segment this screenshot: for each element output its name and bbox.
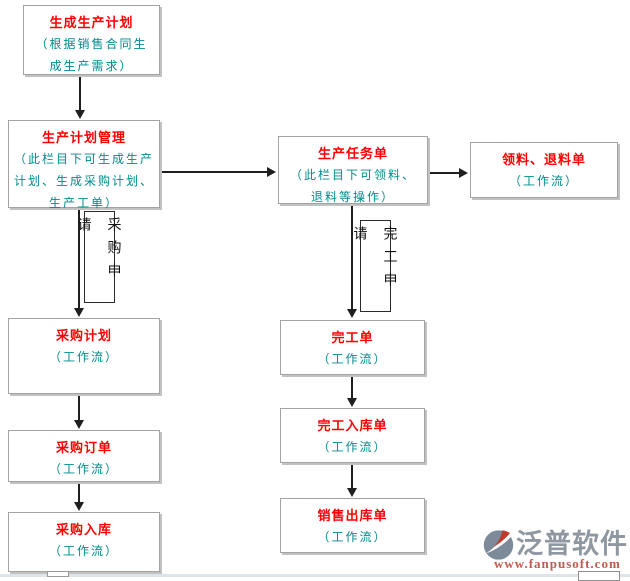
fanpu-watermark: 泛普软件 www.fanpusoft.com xyxy=(483,527,628,573)
edge-label-text: 完工申请 xyxy=(352,226,399,295)
node-subtitle: （工作流） xyxy=(48,544,119,558)
edge-label-text: 采购申请 xyxy=(76,217,123,286)
fanpu-logo-icon xyxy=(483,529,514,560)
node-subtitle: （工作流） xyxy=(317,440,388,454)
node-title: 销售出库单 xyxy=(317,508,388,523)
node-title: 生成生产计划 xyxy=(49,15,134,30)
node-subtitle: （工作流） xyxy=(317,530,388,544)
node-material-requisition: 领料、退料单 （工作流） xyxy=(470,142,618,198)
node-production-task: 生产任务单 （此栏目下可领料、退料等操作） xyxy=(278,136,428,204)
node-subtitle: （工作流） xyxy=(48,462,119,476)
node-generate-plan: 生成生产计划 （根据销售合同生成生产需求） xyxy=(23,5,160,75)
node-purchase-inbound: 采购入库 （工作流） xyxy=(8,512,160,572)
node-subtitle: （根据销售合同生成生产需求） xyxy=(35,37,148,73)
node-subtitle: （此栏目下可生成生产计划、生成采购计划、生产工单） xyxy=(14,152,155,210)
node-title: 采购入库 xyxy=(55,522,112,537)
node-title: 采购计划 xyxy=(55,328,112,343)
bottom-divider-line xyxy=(0,574,630,577)
node-title: 完工入库单 xyxy=(317,418,388,433)
node-title: 采购订单 xyxy=(55,440,112,455)
node-plan-management: 生产计划管理 （此栏目下可生成生产计划、生成采购计划、生产工单） xyxy=(8,120,160,210)
node-title: 生产计划管理 xyxy=(41,130,126,145)
node-subtitle: （此栏目下可领料、退料等操作） xyxy=(289,168,416,204)
node-completion-inbound: 完工入库单 （工作流） xyxy=(280,408,425,463)
node-title: 领料、退料单 xyxy=(501,152,586,167)
fanpu-url-text: www.fanpusoft.com xyxy=(494,556,621,571)
node-subtitle: （工作流） xyxy=(317,352,388,366)
fanpu-brand-text: 泛普软件 xyxy=(516,529,628,559)
edge-label-completion-request: 完工申请 xyxy=(353,220,399,312)
bottom-left-fragment xyxy=(47,571,69,577)
node-subtitle: （工作流） xyxy=(508,174,579,188)
node-sales-outbound: 销售出库单 （工作流） xyxy=(280,498,425,553)
node-title: 生产任务单 xyxy=(317,146,388,161)
node-purchase-order: 采购订单 （工作流） xyxy=(8,430,160,482)
node-purchase-plan: 采购计划 （工作流） xyxy=(8,318,160,394)
node-title: 完工单 xyxy=(331,330,374,345)
edge-label-purchase-request: 采购申请 xyxy=(77,211,123,303)
node-subtitle: （工作流） xyxy=(48,350,119,364)
node-completion-order: 完工单 （工作流） xyxy=(280,320,425,375)
